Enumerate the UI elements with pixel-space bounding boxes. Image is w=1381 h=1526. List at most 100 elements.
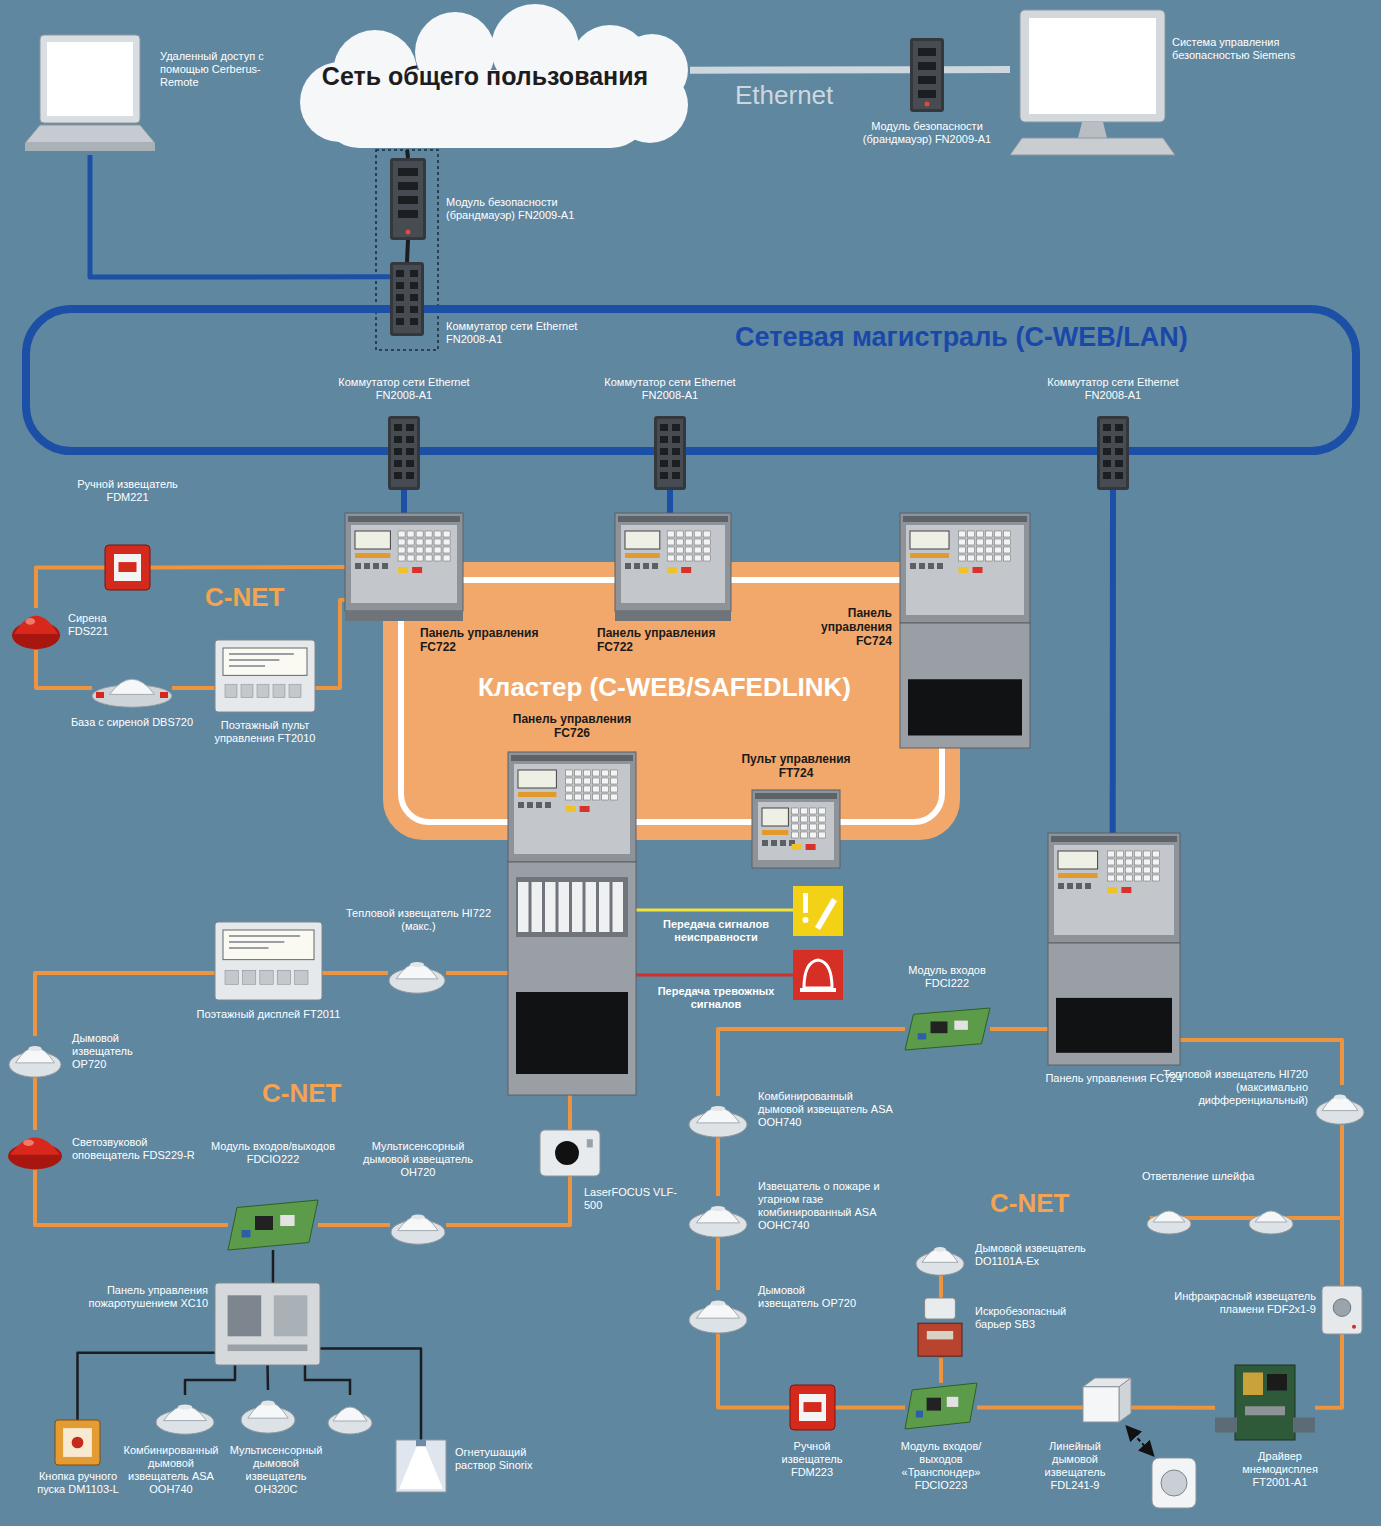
firewall-module-shape-part [913, 41, 941, 109]
control-panel-shape-part [566, 794, 573, 800]
control-terminal-shape-part [792, 808, 799, 814]
control-panel-shape-part [676, 555, 683, 561]
ethernet-switch-shape-part [396, 270, 404, 277]
annotation-label: Передача сигналов неисправности [640, 918, 792, 944]
node-label: Тепловой извещатель HI720 (максимально д… [1158, 1068, 1308, 1107]
control-panel-shape-part [425, 547, 432, 553]
firewall-module-shape-part [406, 230, 411, 235]
firewall-module-shape-part [918, 90, 936, 98]
connector [1131, 1405, 1215, 1409]
floor-panel-shape-part [295, 970, 308, 984]
display-driver-shape-part [1267, 1374, 1287, 1391]
detector-icon: Дымовой извещатель OP720 [8, 1036, 62, 1078]
connector [405, 150, 410, 158]
control-terminal-shape-part [792, 832, 799, 838]
control-panel-shape-part [908, 679, 1022, 735]
control-panel-shape-part [1143, 875, 1150, 881]
floor-panel-shape-part [260, 970, 273, 984]
label-holder: База с сиреной DBS720 [62, 716, 202, 729]
control-panel-shape-part [1134, 851, 1141, 857]
label-holder: Коммутатор сети Ethernet FN2008-A1 [446, 320, 596, 346]
network-cloud: Сеть общего пользования [280, 10, 690, 150]
control-panel-shape-part [355, 563, 361, 569]
workstation-icon-shape-part [1010, 138, 1175, 155]
extinguishing-panel-shape [215, 1283, 320, 1365]
node-label: Панель управления FC722 [420, 626, 570, 654]
control-panel-shape-part [694, 539, 701, 545]
control-terminal-shape-part [819, 832, 826, 838]
node-label: Пульт управления FT724 [731, 752, 861, 780]
detector-icon-shape [388, 952, 446, 994]
manual-call-point-shape-part [790, 1385, 835, 1430]
control-panel-shape-part [345, 611, 463, 621]
control-panel-shape-part [977, 539, 984, 545]
ethernet-switch-shape-part [394, 424, 402, 431]
ethernet-switch-shape-part [394, 448, 402, 455]
ethernet-switch-shape-part [672, 460, 680, 467]
control-panel-shape-part [443, 547, 450, 553]
floor-panel-shape-part [257, 685, 269, 698]
reflector-disc [1161, 1470, 1187, 1496]
control-panel-shape-part [434, 547, 441, 553]
dashed-frame [376, 150, 438, 350]
ethernet-switch-shape-part [660, 436, 668, 443]
control-panel-shape-part [611, 786, 618, 792]
floor-panel-shape-part [215, 640, 315, 712]
node-label: Панель управления FC724 [795, 606, 892, 648]
sounder-base-shape [92, 668, 172, 708]
control-panel-shape-part [518, 792, 556, 797]
siren-icon-shape [8, 1130, 62, 1170]
connector [446, 1176, 570, 1225]
control-panel-shape-part [584, 778, 591, 784]
control-panel-shape-part [518, 882, 529, 932]
flame-detector-shape-part [1322, 1286, 1362, 1334]
node-label: Панель управления FC726 [497, 712, 647, 740]
control-panel-shape-part [685, 531, 692, 537]
node-label: Комбинированный дымовой извещатель ASA O… [758, 1090, 893, 1129]
connector [78, 1353, 216, 1420]
connector [315, 600, 345, 688]
control-panel-shape-part [625, 563, 631, 569]
control-panel-shape-part [443, 555, 450, 561]
detector-icon-shape [8, 1036, 62, 1078]
detector-icon [1147, 1211, 1191, 1234]
io-module: Модуль входов/выходов «Транспондер» FDCI… [905, 1383, 977, 1429]
manual-release-button-shape-part [72, 1437, 84, 1449]
floor-panel-shape-part [273, 685, 285, 698]
label-holder: Дымовой извещатель OP720 [72, 1032, 167, 1071]
detector-icon-shape [688, 1290, 748, 1334]
label-holder: Инфракрасный извещатель пламени FDF2x1-9 [1138, 1290, 1316, 1316]
control-panel-shape-part [621, 525, 725, 603]
control-panel-shape-part [602, 770, 609, 776]
control-panel-shape-part [676, 531, 683, 537]
control-panel-shape-part [575, 770, 582, 776]
connector [716, 1238, 720, 1290]
control-panel-shape [1048, 833, 1180, 1065]
control-panel-shape-part [1107, 859, 1114, 865]
control-panel-shape-part [1134, 867, 1141, 873]
node-label: Коммутатор сети Ethernet FN2008-A1 [590, 376, 750, 402]
ethernet-switch-shape-part [1103, 436, 1111, 443]
safety-barrier-shape-part [925, 1298, 956, 1319]
connector [977, 1405, 1083, 1409]
ethernet-switch-shape-part [410, 306, 418, 313]
firewall-module-shape-part [390, 158, 426, 240]
ethernet-switch-shape-part [388, 416, 420, 490]
control-panel-shape-part [1143, 867, 1150, 873]
floor-panel: Поэтажный пульт управления FT2010 [215, 640, 315, 712]
connector [185, 1365, 235, 1395]
connector [716, 1138, 720, 1196]
control-terminal-shape-part [810, 808, 817, 814]
label-holder: Поэтажный пульт управления FT2010 [190, 719, 340, 745]
control-panel-shape-part [593, 794, 600, 800]
label-holder: Модуль входов FDCI222 [892, 964, 1002, 990]
control-panel-shape-part [1143, 859, 1150, 865]
io-module-shape-part [905, 1383, 977, 1429]
control-panel-shape-part [694, 555, 701, 561]
alarm-icon-base [800, 988, 836, 992]
ethernet-switch-shape-part [396, 282, 404, 289]
control-panel-shape-part [407, 555, 414, 561]
control-panel-shape-part [910, 531, 949, 549]
laptop-icon-shape-part [25, 143, 155, 151]
ethernet-switch-shape-part [672, 472, 680, 479]
